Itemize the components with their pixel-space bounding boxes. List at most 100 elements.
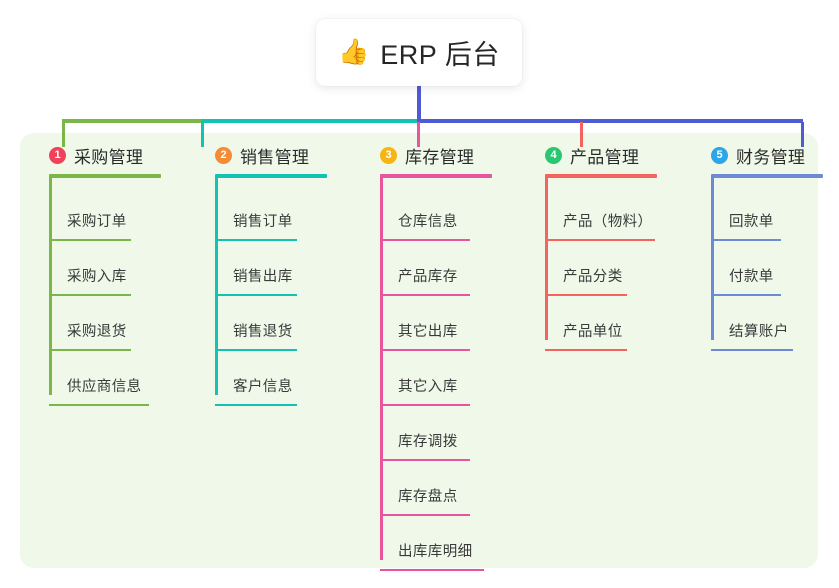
leaf-underline: [380, 239, 470, 241]
branch-spine: [711, 175, 714, 340]
leaf-underline: [380, 514, 470, 516]
leaf-label: 产品库存: [398, 269, 458, 285]
drop-connector-0: [62, 122, 65, 147]
leaf-label: 供应商信息: [67, 379, 142, 395]
leaf-node[interactable]: 回款单: [697, 186, 823, 241]
leaf-underline: [49, 349, 131, 351]
leaf-node[interactable]: 其它出库: [366, 296, 492, 351]
leaf-underline: [545, 294, 627, 296]
branch-spine: [380, 175, 383, 560]
leaf-underline: [380, 459, 470, 461]
leaf-label: 仓库信息: [398, 214, 458, 230]
leaf-underline: [49, 294, 131, 296]
branch-title: 财务管理: [736, 147, 806, 167]
bus-segment-2: [417, 119, 803, 123]
leaf-node[interactable]: 仓库信息: [366, 186, 492, 241]
root-title: ERP 后台: [380, 40, 500, 70]
leaf-underline: [215, 294, 297, 296]
leaf-label: 销售出库: [233, 269, 293, 285]
leaf-node[interactable]: 销售订单: [201, 186, 327, 241]
branch-items: 采购订单采购入库采购退货供应商信息: [35, 178, 161, 406]
branch-title: 库存管理: [405, 147, 475, 167]
leaf-label: 采购订单: [67, 214, 127, 230]
leaf-underline: [49, 404, 149, 406]
bus-segment-0: [62, 119, 201, 123]
leaf-label: 库存调拨: [398, 434, 458, 450]
branch-number-badge: 5: [711, 146, 728, 164]
leaf-node[interactable]: 产品库存: [366, 241, 492, 296]
leaf-underline: [380, 294, 470, 296]
leaf-label: 结算账户: [729, 324, 789, 340]
drop-connector-3: [580, 122, 583, 147]
leaf-node[interactable]: 客户信息: [201, 351, 327, 406]
branch-header-sales[interactable]: 2 销售管理: [201, 143, 327, 167]
leaf-node[interactable]: 结算账户: [697, 296, 823, 351]
leaf-node[interactable]: 采购入库: [35, 241, 161, 296]
leaf-underline: [49, 239, 131, 241]
leaf-underline: [215, 349, 297, 351]
branch-number-badge: 2: [215, 146, 232, 164]
leaf-node[interactable]: 库存调拨: [366, 406, 492, 461]
leaf-underline: [215, 404, 297, 406]
leaf-label: 其它入库: [398, 379, 458, 395]
leaf-label: 客户信息: [233, 379, 293, 395]
branch-header-inventory[interactable]: 3 库存管理: [366, 143, 492, 167]
branch-spine: [49, 175, 52, 395]
branch-title: 采购管理: [74, 147, 144, 167]
leaf-label: 其它出库: [398, 324, 458, 340]
leaf-label: 出库库明细: [398, 544, 473, 560]
branch-header-rule: [545, 174, 657, 178]
branch-header-rule: [711, 174, 823, 178]
leaf-node[interactable]: 付款单: [697, 241, 823, 296]
leaf-label: 产品分类: [563, 269, 623, 285]
leaf-label: 销售订单: [233, 214, 293, 230]
branch-number-badge: 4: [545, 146, 562, 164]
trunk-connector: [417, 86, 421, 122]
branch-items: 回款单付款单结算账户: [697, 178, 823, 351]
leaf-label: 库存盘点: [398, 489, 458, 505]
branch-title: 产品管理: [570, 147, 640, 167]
leaf-underline: [711, 349, 793, 351]
root-node[interactable]: 👍 ERP 后台: [316, 19, 522, 86]
drop-connector-1: [201, 122, 204, 147]
drop-connector-2: [417, 122, 420, 147]
leaf-node[interactable]: 库存盘点: [366, 461, 492, 516]
leaf-node[interactable]: 产品（物料）: [531, 186, 657, 241]
branch-spine: [545, 175, 548, 340]
leaf-node[interactable]: 采购订单: [35, 186, 161, 241]
branch-number-badge: 3: [380, 146, 397, 164]
leaf-underline: [380, 569, 484, 571]
leaf-label: 采购退货: [67, 324, 127, 340]
branch-spine: [215, 175, 218, 395]
leaf-node[interactable]: 其它入库: [366, 351, 492, 406]
leaf-node[interactable]: 出库库明细: [366, 516, 492, 571]
leaf-label: 采购入库: [67, 269, 127, 285]
leaf-underline: [545, 349, 627, 351]
leaf-node[interactable]: 供应商信息: [35, 351, 161, 406]
leaf-node[interactable]: 产品分类: [531, 241, 657, 296]
leaf-node[interactable]: 销售退货: [201, 296, 327, 351]
leaf-label: 付款单: [729, 269, 774, 285]
leaf-label: 产品（物料）: [563, 214, 653, 230]
leaf-underline: [215, 239, 297, 241]
leaf-node[interactable]: 采购退货: [35, 296, 161, 351]
leaf-underline: [380, 404, 470, 406]
branch-product: 4 产品管理产品（物料） 产品分类产品单位: [531, 143, 657, 351]
branch-sales: 2 销售管理销售订单销售出库销售退货客户信息: [201, 143, 327, 406]
branch-header-finance[interactable]: 5 财务管理: [697, 143, 823, 167]
thumbs-up-icon: 👍: [338, 38, 370, 66]
leaf-node[interactable]: 产品单位: [531, 296, 657, 351]
leaf-label: 产品单位: [563, 324, 623, 340]
drop-connector-4: [801, 122, 804, 147]
leaf-node[interactable]: 销售出库: [201, 241, 327, 296]
branch-header-rule: [215, 174, 327, 178]
leaf-underline: [380, 349, 470, 351]
leaf-underline: [711, 294, 781, 296]
leaf-label: 销售退货: [233, 324, 293, 340]
branch-header-rule: [380, 174, 492, 178]
branch-title: 销售管理: [240, 147, 310, 167]
branch-items: 销售订单销售出库销售退货客户信息: [201, 178, 327, 406]
branch-header-product[interactable]: 4 产品管理: [531, 143, 657, 167]
